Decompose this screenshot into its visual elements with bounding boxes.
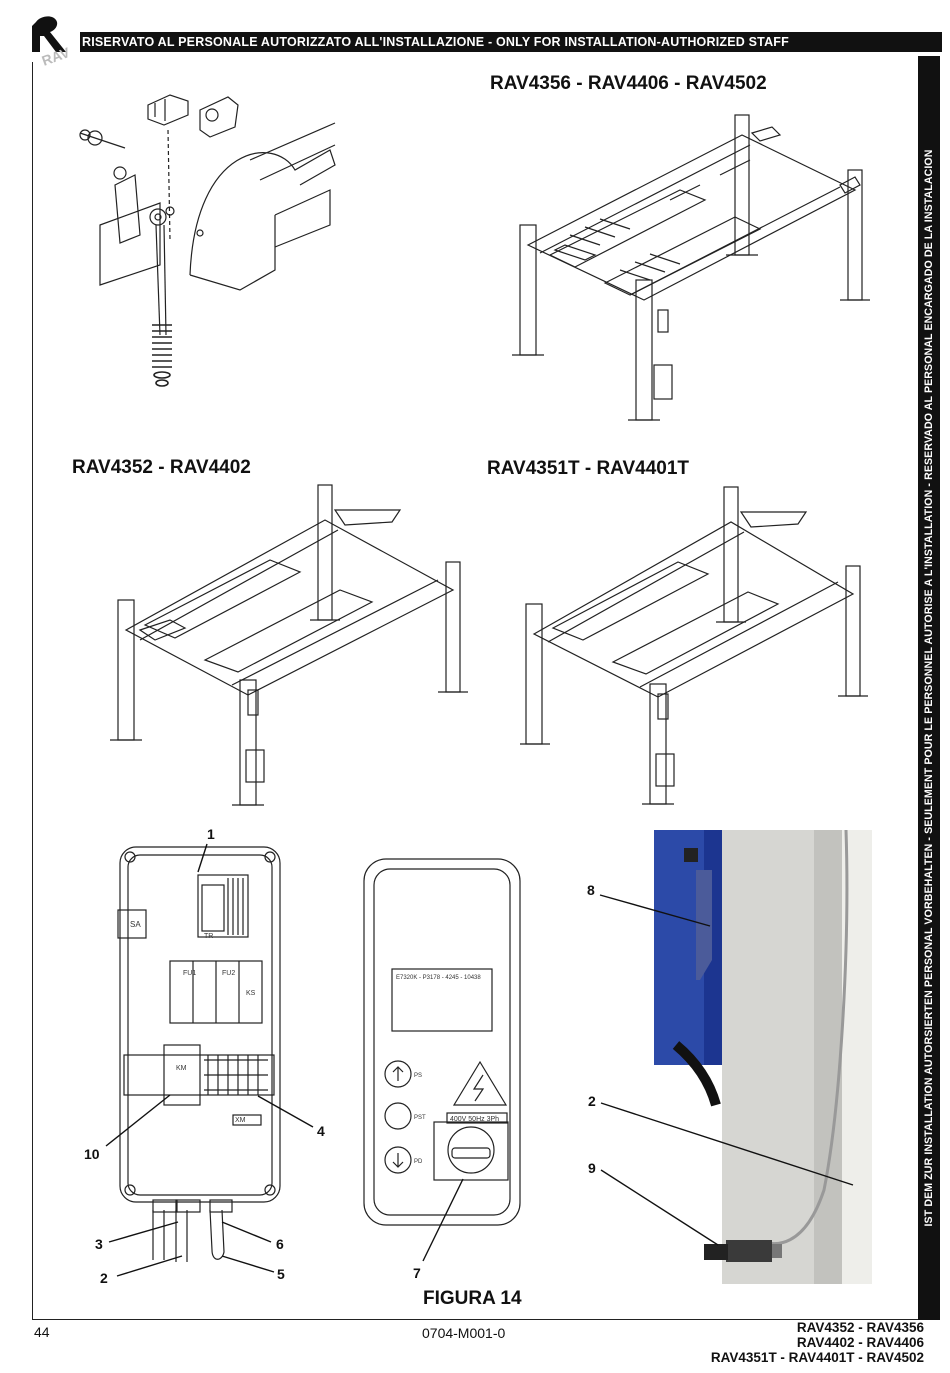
model-title-top-right: RAV4356 - RAV4406 - RAV4502 xyxy=(490,73,767,94)
panel-label-fu2: FU2 xyxy=(222,970,235,977)
page-number: 44 xyxy=(34,1324,50,1340)
figure-caption: FIGURA 14 xyxy=(423,1288,522,1309)
control-box-drawing: E7320K - P3178 - 4245 - 10438 PS PST PD … xyxy=(363,858,521,1226)
callout-1: 1 xyxy=(207,826,215,842)
btn-up-label: PS xyxy=(414,1073,422,1079)
callout-8: 8 xyxy=(587,882,595,898)
document-code: 0704-M001-0 xyxy=(422,1325,506,1341)
frame-bottom-line xyxy=(32,1319,918,1320)
limit-switch-exploded-drawing xyxy=(79,94,336,387)
callout-10: 10 xyxy=(84,1146,100,1162)
model-title-mid-right: RAV4351T - RAV4401T xyxy=(487,458,690,479)
panel-label-km: KM xyxy=(176,1065,187,1072)
footer-models-line-3: RAV4351T - RAV4401T - RAV4502 xyxy=(710,1350,924,1365)
model-title-mid-left: RAV4352 - RAV4402 xyxy=(72,457,251,478)
control-box-display-text: E7320K - P3178 - 4245 - 10438 xyxy=(396,975,481,981)
callout-9: 9 xyxy=(588,1160,596,1176)
callout-4: 4 xyxy=(317,1123,325,1139)
footer-models-line-2: RAV4402 - RAV4406 xyxy=(796,1335,924,1350)
btn-down-label: PD xyxy=(414,1159,423,1165)
callout-3: 3 xyxy=(95,1236,103,1252)
voltage-label: 400V 50Hz 3Ph xyxy=(450,1116,499,1123)
electrical-panel-drawing: SA TR FU1 FU2 KS KM XM xyxy=(117,846,281,1213)
side-bar xyxy=(918,56,940,1320)
callout-2-panel: 2 xyxy=(100,1270,108,1286)
footer-models-line-1: RAV4352 - RAV4356 xyxy=(796,1320,924,1335)
header-bar: RISERVATO AL PERSONALE AUTORIZZATO ALL'I… xyxy=(80,32,942,52)
panel-label-sa: SA xyxy=(130,920,141,929)
lift-drawing-mid-left xyxy=(110,484,468,806)
frame-left-line xyxy=(32,62,33,1320)
callout-6: 6 xyxy=(276,1236,284,1252)
footer-model-list: RAV4352 - RAV4356 RAV4402 - RAV4406 RAV4… xyxy=(711,1320,924,1365)
callout-5: 5 xyxy=(277,1266,285,1282)
callout-2-photo: 2 xyxy=(588,1093,596,1109)
header-text: RISERVATO AL PERSONALE AUTORIZZATO ALL'I… xyxy=(82,35,789,49)
lift-drawing-mid-right xyxy=(520,486,868,805)
btn-stop-label: PST xyxy=(414,1115,426,1121)
lift-drawing-top xyxy=(512,114,870,421)
panel-cables xyxy=(152,1209,225,1262)
panel-label-fu1: FU1 xyxy=(183,970,196,977)
brand-logo: RAV xyxy=(32,16,72,68)
panel-label-xm: XM xyxy=(235,1117,246,1124)
panel-label-ks: KS xyxy=(246,990,256,997)
panel-label-tr: TR xyxy=(204,933,213,940)
callout-7: 7 xyxy=(413,1265,421,1281)
column-photo xyxy=(654,829,872,1284)
